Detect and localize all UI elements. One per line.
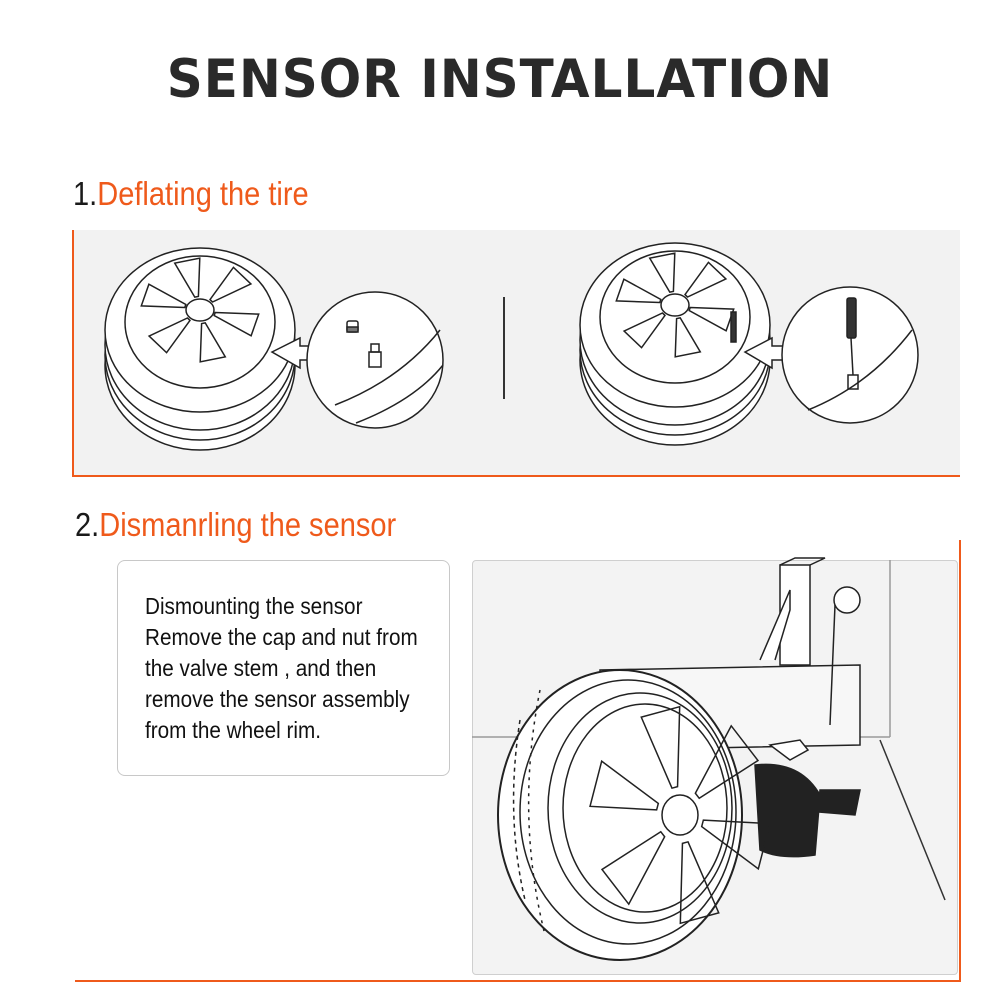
wheel-icon (497, 669, 771, 961)
step-1-heading: 1.Deflating the tire (73, 175, 309, 213)
wheel-spoke (688, 306, 735, 332)
magnifier-tool-icon (781, 286, 919, 424)
instruction-line: the valve stem , and then (145, 655, 377, 681)
wheel-spoke (600, 830, 666, 906)
step-title: Dismanrling the sensor (99, 506, 397, 543)
instruction-line: Remove the cap and nut from (145, 624, 418, 650)
wheel-icon (579, 242, 771, 446)
wheel-spoke (684, 261, 728, 298)
wheel-spoke (622, 312, 666, 349)
wheel-spoke (648, 252, 676, 293)
wheel-spoke (147, 317, 191, 354)
wheel-spoke (213, 311, 260, 337)
wheel-spoke (173, 257, 201, 298)
wheel-spoke (589, 759, 660, 811)
wheel-spoke (615, 278, 662, 304)
instruction-line: Dismounting the sensor (145, 593, 363, 619)
wheel-spoke (199, 322, 227, 363)
step-number: 2. (75, 506, 100, 543)
step-title: Deflating the tire (97, 175, 309, 212)
magnifier-valve-cap-icon (306, 291, 444, 429)
wheel-spoke (140, 283, 187, 309)
page-title: SENSOR INSTALLATION (166, 48, 834, 110)
instruction-line: remove the sensor assembly (145, 686, 410, 712)
wheel-spoke (694, 724, 760, 800)
wheel-spoke (679, 840, 720, 925)
accent-line (959, 540, 961, 982)
wheel-spoke (674, 317, 702, 358)
divider (503, 297, 505, 399)
wheel-icon (104, 247, 296, 451)
step-number: 1. (73, 175, 98, 212)
wheel-spoke (209, 266, 253, 303)
wheel-spoke (640, 705, 681, 790)
step-2-heading: 2.Dismanrling the sensor (75, 506, 396, 544)
wheel-spoke (700, 819, 771, 871)
accent-line (75, 980, 961, 982)
instruction-box: Dismounting the sensor Remove the cap an… (117, 560, 450, 776)
instruction-line: from the wheel rim. (145, 717, 322, 743)
